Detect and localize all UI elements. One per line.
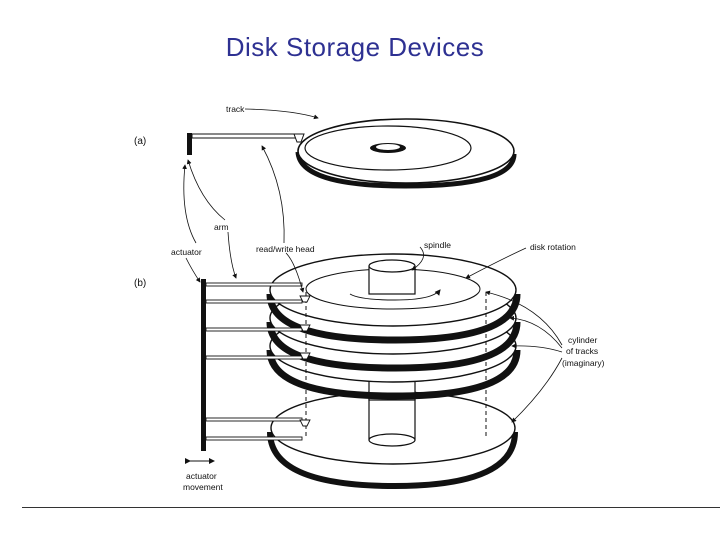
track-ring (304, 125, 472, 171)
platter-a (297, 118, 515, 184)
cylinder-label-1: cylinder (568, 335, 597, 345)
track-label: track (226, 104, 245, 114)
slide-title: Disk Storage Devices (225, 32, 485, 62)
platter-stack-figure (182, 145, 563, 490)
part-b-tag: (b) (134, 278, 146, 289)
footer-rule (22, 507, 720, 508)
actuator-movement-label-1: actuator (186, 471, 217, 481)
cylinder-label-3: (imaginary) (562, 358, 605, 368)
cylinder-label-2: of tracks (566, 346, 598, 356)
actuator-movement-label-2: movement (183, 482, 223, 492)
single-platter-figure (187, 108, 517, 189)
disk-rotation-label: disk rotation (530, 242, 576, 252)
part-a-tag: (a) (134, 136, 146, 147)
actuator-b (201, 279, 206, 451)
actuator-label: actuator (171, 247, 202, 257)
arms-b (205, 282, 303, 441)
spindle-label: spindle (424, 240, 451, 250)
actuator-a (187, 133, 192, 155)
arm-label: arm (214, 222, 229, 232)
read-write-head-label: read/write head (256, 244, 315, 254)
arm-a (191, 133, 299, 139)
